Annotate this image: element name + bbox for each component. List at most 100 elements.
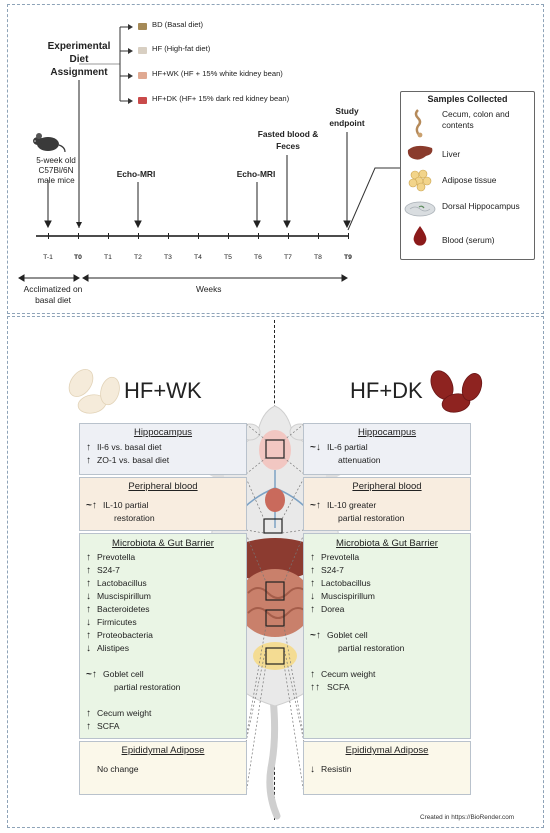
sample-label-4: Blood (serum) bbox=[442, 235, 495, 245]
diet-swatch-1 bbox=[138, 47, 147, 54]
timeline-tick bbox=[348, 233, 349, 239]
diet-bracket bbox=[76, 24, 133, 228]
left-microbiota-title: Microbiota & Gut Barrier bbox=[112, 538, 214, 549]
direction-arrow: ↑ bbox=[310, 669, 315, 680]
result-text: partial restoration bbox=[338, 513, 405, 523]
direction-arrow: ↑ bbox=[86, 552, 91, 563]
left-adipose-box: Epididymal Adipose No change bbox=[79, 741, 247, 795]
result-text: SCFA bbox=[327, 682, 350, 692]
timeline-tick bbox=[168, 233, 169, 239]
left-blood-title: Peripheral blood bbox=[128, 481, 198, 492]
direction-arrow: ↓ bbox=[86, 591, 91, 602]
result-text: partial restoration bbox=[338, 643, 405, 653]
result-line: ~↑IL-10 greater bbox=[310, 499, 404, 512]
result-line: ↑ Cecum weight bbox=[86, 707, 180, 720]
timeline-tick bbox=[48, 233, 49, 239]
diet-label-1: HF (High-fat diet) bbox=[152, 44, 211, 53]
result-line: attenuation bbox=[310, 454, 381, 467]
result-line: ↑ZO-1 vs. basal diet bbox=[86, 454, 169, 467]
diet-label-2: HF+WK (HF + 15% white kidney bean) bbox=[152, 69, 283, 78]
fasted-blood-label: Fasted blood & Feces bbox=[257, 129, 319, 151]
direction-arrow: ~↑ bbox=[86, 669, 97, 680]
result-line: ~↑Goblet cell bbox=[310, 629, 404, 642]
top-panel-frame bbox=[7, 4, 544, 314]
left-microbiota-box: Microbiota & Gut Barrier ↑Prevotella↑S24… bbox=[79, 533, 247, 739]
diet-swatch-2 bbox=[138, 72, 147, 79]
hfwk-title: HF+WK bbox=[124, 378, 202, 403]
result-line: ↑ Prevotella bbox=[310, 551, 404, 564]
dark-bean-icon bbox=[430, 370, 483, 413]
liver-icon bbox=[407, 145, 433, 160]
result-line: ↑ Cecum weight bbox=[310, 668, 404, 681]
samples-title: Samples Collected bbox=[427, 94, 508, 104]
direction-arrow: ↑ bbox=[86, 708, 91, 719]
diet-swatch-0 bbox=[138, 23, 147, 30]
timeline-tick bbox=[78, 233, 79, 239]
mice-label: 5-week old C57Bl/6N male mice bbox=[36, 156, 76, 185]
result-line: ↑Il-6 vs. basal diet bbox=[86, 441, 169, 454]
timeline-tick bbox=[138, 233, 139, 239]
direction-arrow: ~↑ bbox=[310, 500, 321, 511]
direction-arrow: ↑ bbox=[86, 565, 91, 576]
event-arrows bbox=[18, 132, 400, 282]
result-text: SCFA bbox=[97, 721, 120, 731]
direction-arrow: ↓ bbox=[310, 591, 315, 602]
result-text: Muscispirillum bbox=[97, 591, 151, 601]
result-line: ↑Lactobacillus bbox=[310, 577, 404, 590]
result-line: ↑S24-7 bbox=[86, 564, 180, 577]
result-text: IL-10 partial bbox=[103, 500, 149, 510]
right-microbiota-box: Microbiota & Gut Barrier ↑Prevotella↑S24… bbox=[303, 533, 471, 739]
sample-label-2: Adipose tissue bbox=[442, 175, 497, 185]
right-hippocampus-title: Hippocampus bbox=[357, 427, 417, 438]
result-text: Alistipes bbox=[97, 643, 129, 653]
direction-arrow: ↑ bbox=[310, 552, 315, 563]
result-line: No change bbox=[86, 763, 139, 776]
result-text: Prevotella bbox=[321, 552, 360, 562]
blood-drop-icon bbox=[413, 226, 427, 246]
acclimatized-label: Acclimatized on basal diet bbox=[23, 284, 83, 305]
result-text: S24-7 bbox=[321, 565, 344, 575]
sample-label-3: Dorsal Hippocampus bbox=[442, 201, 520, 211]
result-line bbox=[86, 655, 180, 668]
result-text: Muscispirillum bbox=[321, 591, 375, 601]
result-text: Cecum weight bbox=[97, 708, 152, 718]
timepoint-label: T3 bbox=[164, 254, 172, 261]
result-text: IL-6 partial bbox=[327, 442, 368, 452]
timeline-tick bbox=[258, 233, 259, 239]
biorender-credit[interactable]: Created in https://BioRender.com bbox=[420, 814, 515, 821]
timepoint-label: T6 bbox=[254, 254, 262, 261]
left-adipose-title: Epididymal Adipose bbox=[121, 745, 205, 756]
result-line: ↓Firmicutes bbox=[86, 616, 180, 629]
right-adipose-title: Epididymal Adipose bbox=[345, 745, 429, 756]
timepoint-label: T5 bbox=[224, 254, 232, 261]
direction-arrow: ↑ bbox=[310, 604, 315, 615]
diet-label-3: HF+DK (HF+ 15% dark red kidney bean) bbox=[152, 94, 290, 103]
result-text: Cecum weight bbox=[321, 669, 376, 679]
result-line: partial restoration bbox=[86, 681, 180, 694]
timepoint-label: T2 bbox=[134, 254, 142, 261]
direction-arrow: ↑ bbox=[86, 578, 91, 589]
direction-arrow: ↑ bbox=[86, 721, 91, 732]
right-microbiota-title: Microbiota & Gut Barrier bbox=[336, 538, 438, 549]
result-text: Lactobacillus bbox=[97, 578, 147, 588]
result-line: ↑ Lactobacillus bbox=[86, 577, 180, 590]
result-text: restoration bbox=[114, 513, 155, 523]
result-text: Proteobacteria bbox=[97, 630, 153, 640]
result-line: ↓Alistipes bbox=[86, 642, 180, 655]
result-line: ↑Bacteroidetes bbox=[86, 603, 180, 616]
direction-arrow: ↑ bbox=[86, 455, 91, 466]
result-line: restoration bbox=[86, 512, 155, 525]
timeline-tick bbox=[228, 233, 229, 239]
result-line: ↑S24-7 bbox=[310, 564, 404, 577]
study-endpoint-label: Study endpoint bbox=[329, 106, 365, 128]
timeline-tick bbox=[288, 233, 289, 239]
direction-arrow: ↓ bbox=[310, 764, 315, 775]
timepoint-label: T-1 bbox=[43, 254, 53, 261]
result-line: ↑Dorea bbox=[310, 603, 404, 616]
sample-label-1: Liver bbox=[442, 149, 461, 159]
timepoint-label: T0 bbox=[74, 254, 82, 261]
result-line: partial restoration bbox=[310, 512, 404, 525]
